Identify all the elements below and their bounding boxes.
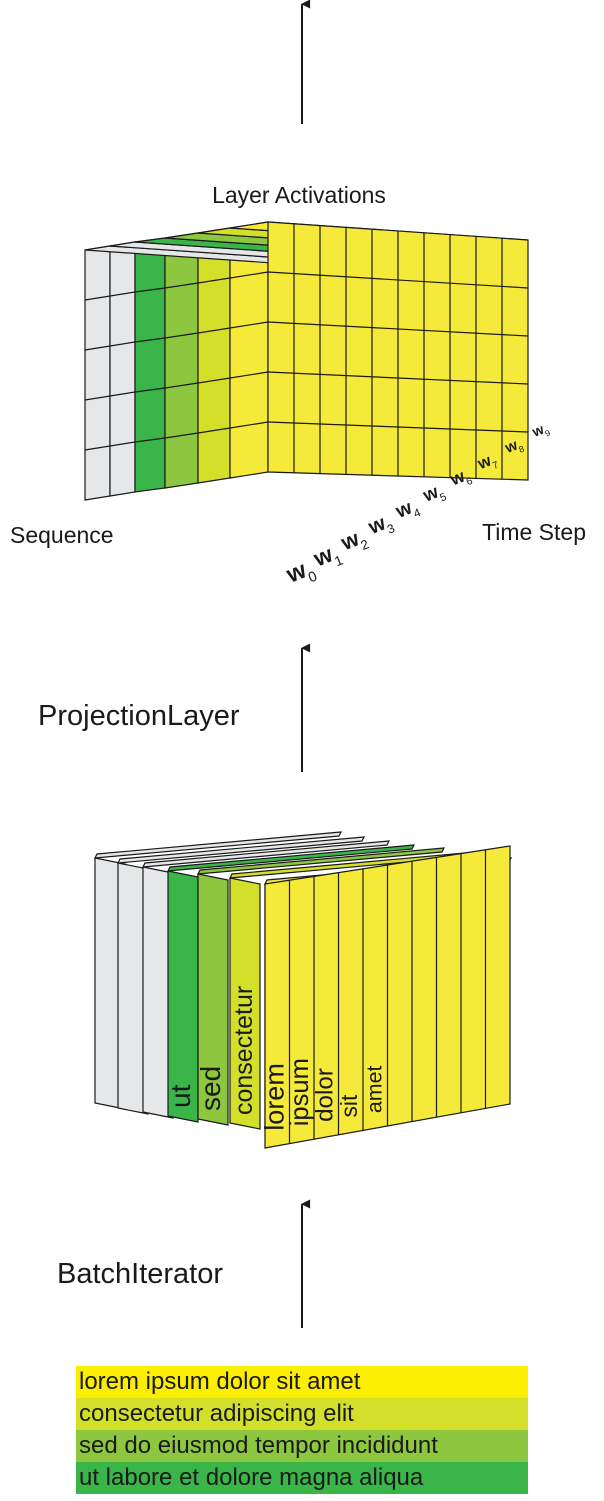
tensor-grid-line	[134, 337, 166, 343]
front-slab-word: lorem	[259, 1063, 289, 1131]
tensor-grid-line	[84, 345, 111, 351]
input-sentence: consectetur adipiscing elit	[76, 1398, 528, 1430]
slab-face	[229, 877, 261, 1130]
tensor-grid-line	[229, 421, 269, 429]
tensor-grid-line	[134, 437, 166, 443]
sequence-axis-label: Sequence	[10, 522, 114, 548]
time-step-label: w9	[529, 419, 552, 443]
tensor-grid-line	[229, 321, 269, 329]
tensor-grid-line	[84, 445, 111, 451]
tensor-grid-line	[134, 287, 166, 293]
tensor-grid-line	[229, 371, 269, 379]
tensor-grid-line	[267, 271, 529, 289]
tensor-grid-line	[109, 441, 136, 447]
slab-face	[197, 873, 229, 1126]
slab-face	[142, 866, 174, 1119]
time-step-label: w1	[309, 538, 345, 577]
tensor-grid-line	[109, 341, 136, 347]
time-step-label: w3	[364, 509, 397, 543]
slab-face	[117, 862, 149, 1115]
tensor-grid-line	[109, 391, 136, 397]
tensor-grid-line	[197, 327, 231, 334]
tensor-grid-line	[84, 295, 111, 301]
slab-top-edge	[166, 844, 416, 872]
tensor-grid-line	[109, 291, 136, 297]
slab-top-edge	[196, 847, 446, 875]
slab-word-sed: sed	[195, 1066, 226, 1111]
batch-iterator-label: BatchIterator	[57, 1258, 223, 1290]
tensor-grid-line	[164, 282, 199, 289]
front-slab-word: dolor	[311, 1068, 338, 1122]
slab-top-edge	[141, 840, 391, 868]
tensor-grid-line	[197, 427, 231, 434]
tensor-grid-line	[197, 377, 231, 384]
slab-word-ut: ut	[165, 1084, 196, 1108]
tensor-grid-line	[267, 371, 529, 385]
projection-layer-label: ProjectionLayer	[38, 700, 240, 732]
tensor-grid-line	[164, 382, 199, 389]
activation-tensor	[84, 221, 529, 501]
layer-activations-label: Layer Activations	[212, 182, 386, 208]
tensor-side-slab	[134, 237, 166, 493]
slab-top-edge	[116, 836, 366, 864]
slab-face	[167, 870, 199, 1123]
time-step-label: w7	[474, 450, 500, 477]
front-slab-word: ipsum	[286, 1058, 314, 1126]
input-sentence: ut labore et dolore magna aliqua	[76, 1462, 528, 1494]
time-step-label: w8	[502, 435, 526, 460]
tensor-grid-line	[164, 332, 199, 339]
tensor-grid-line	[164, 432, 199, 439]
front-slab-word: amet	[362, 1065, 386, 1113]
input-sentence: sed do eiusmod tempor incididunt	[76, 1430, 528, 1462]
tensor-side-slab	[197, 227, 231, 484]
slab-top-edge	[93, 831, 343, 859]
front-slab-word: sit	[336, 1094, 362, 1117]
tensor-grid-line	[229, 271, 269, 279]
time-step-axis-label: Time Step	[482, 519, 586, 545]
tensor-grid-line	[134, 387, 166, 393]
tensor-side-slab	[164, 232, 199, 489]
tensor-grid-line	[267, 321, 529, 337]
tensor-grid-line	[197, 277, 231, 284]
tensor-side-slab	[84, 245, 111, 501]
tensor-grid-line	[84, 395, 111, 401]
tensor-grid-line	[267, 421, 529, 433]
time-step-label: w2	[336, 523, 370, 560]
time-step-label: w4	[392, 494, 423, 527]
slab-word-consectetur: consectetur	[230, 986, 258, 1115]
tensor-side-slab	[109, 241, 136, 497]
time-step-label: w5	[419, 478, 449, 510]
input-sentence: lorem ipsum dolor sit amet	[76, 1366, 528, 1398]
